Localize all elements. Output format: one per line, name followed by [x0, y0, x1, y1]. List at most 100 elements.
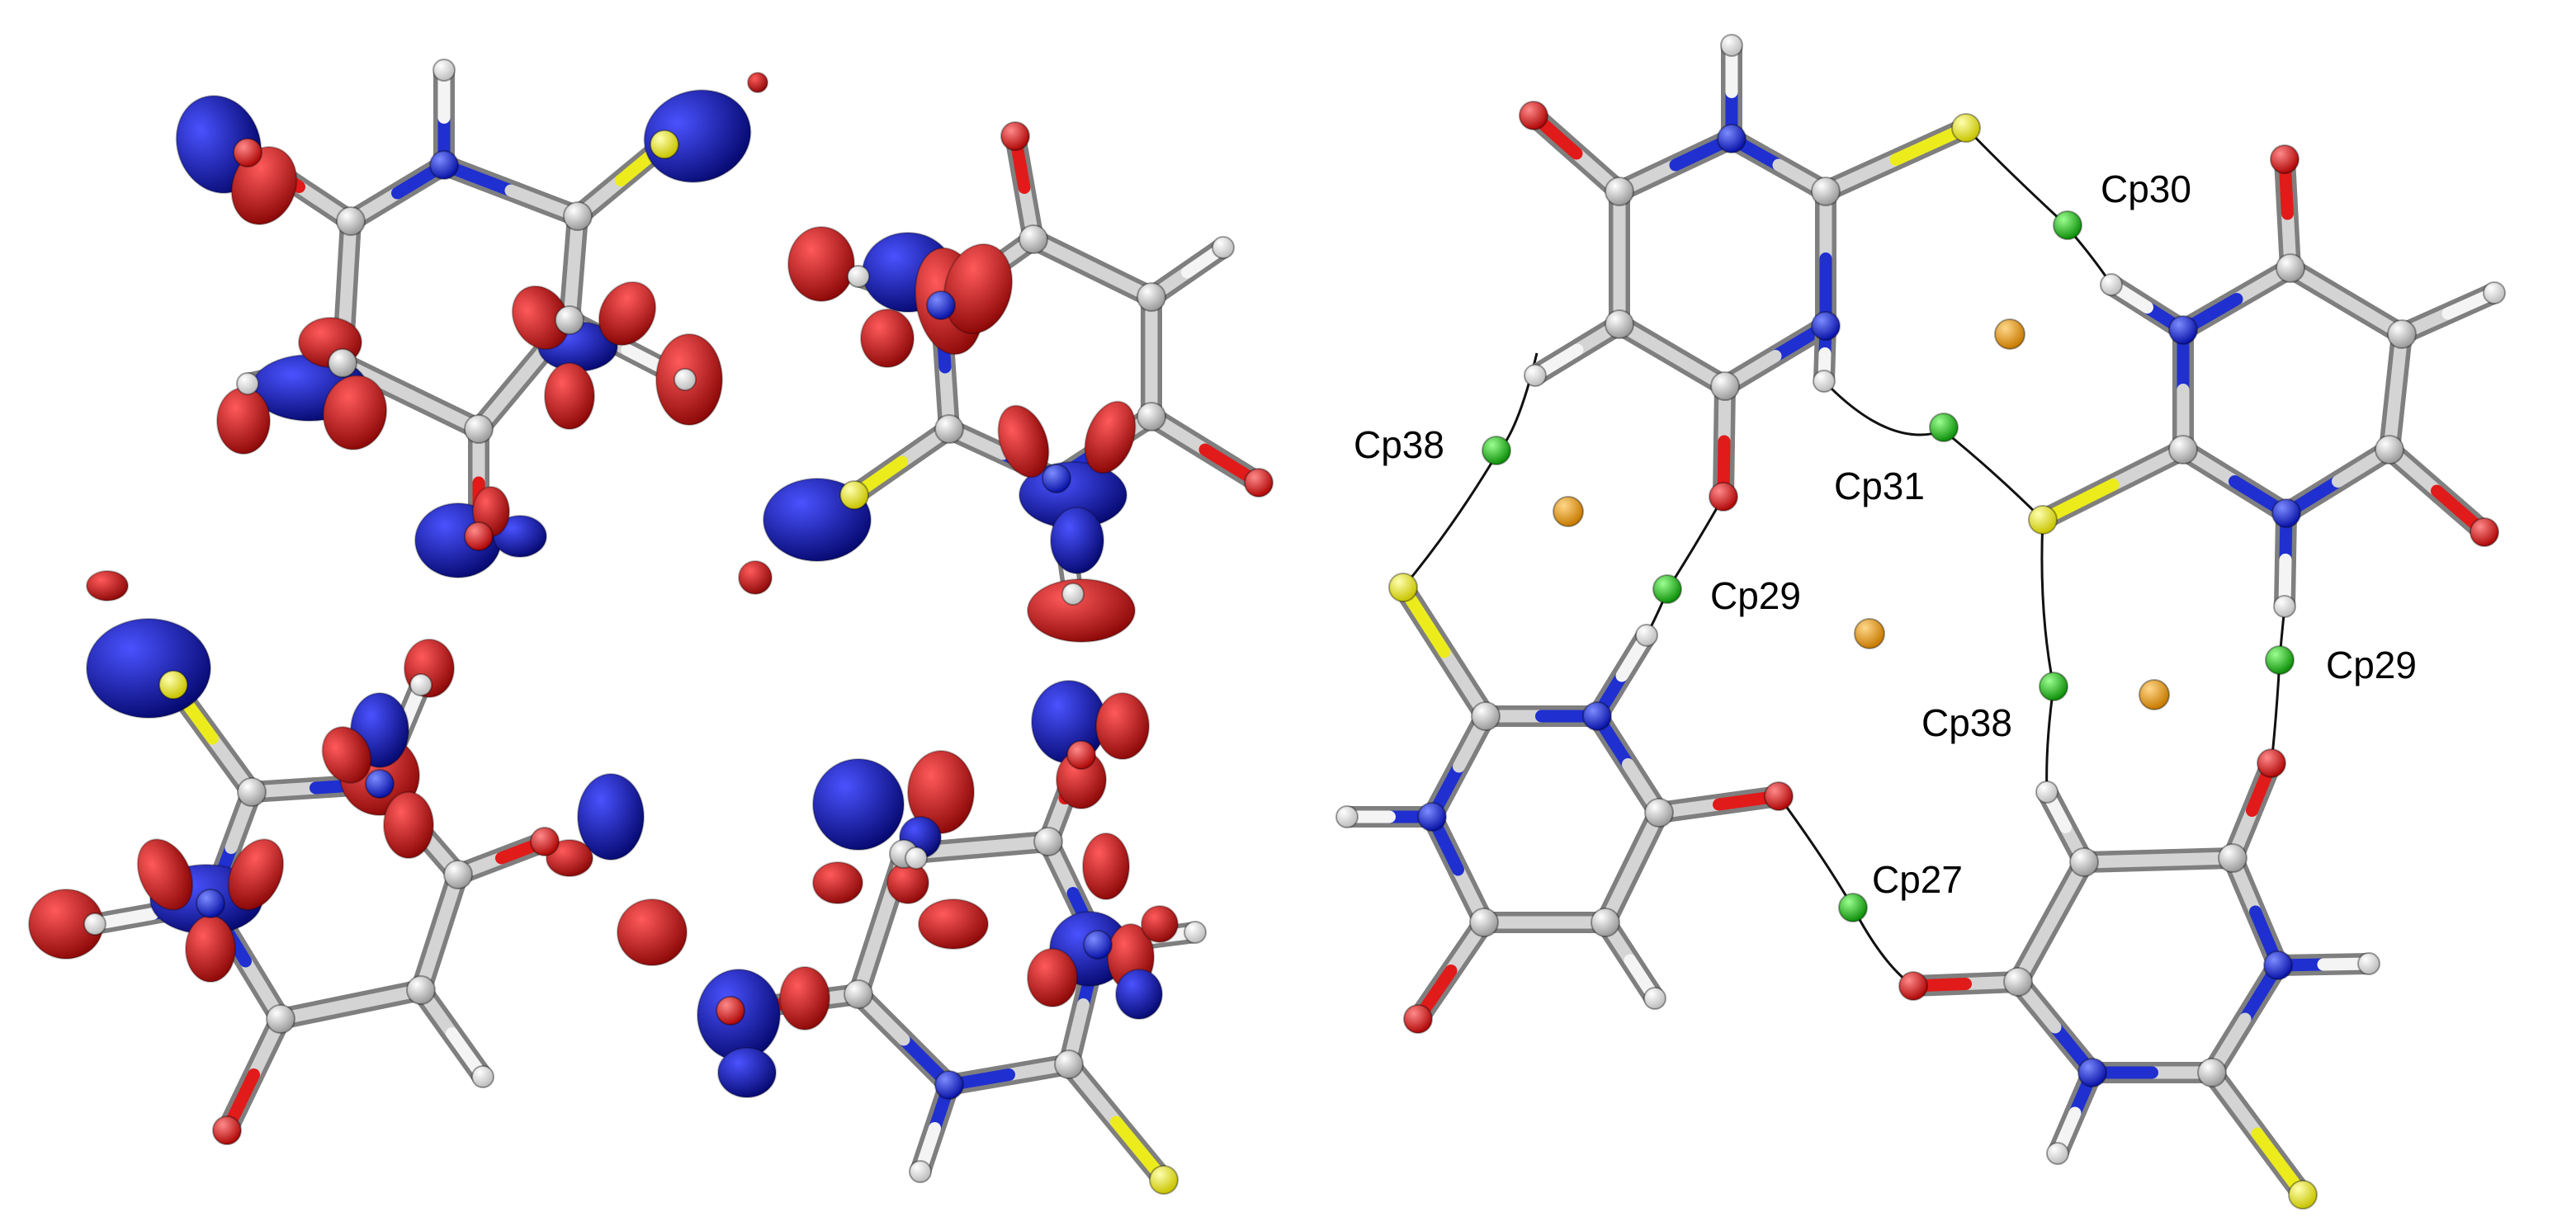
sulfur-atom: [158, 670, 188, 700]
oxygen-atom: [1764, 781, 1794, 811]
cp27-label: Cp27: [1872, 858, 1963, 901]
positive-orbital-lobe: [643, 89, 752, 183]
hydrogen-atom: [1061, 582, 1085, 606]
bond-critical-point: [1838, 893, 1868, 922]
hydrogen-atom: [909, 1160, 932, 1183]
ring-critical-point: [1553, 496, 1584, 527]
bond: [2201, 955, 2289, 1083]
carbon-atom: [237, 777, 267, 807]
bond-critical-point: [2265, 645, 2295, 675]
nitrogen-atom: [1042, 464, 1071, 493]
hydrogen-atom: [2046, 1142, 2069, 1165]
oxygen-atom: [1000, 121, 1030, 151]
sulfur-atom: [1388, 573, 1418, 602]
sulfur-atom: [1951, 113, 1981, 143]
carbon-atom: [2276, 253, 2305, 283]
negative-orbital-lobe: [544, 362, 595, 430]
bond: [1609, 128, 1742, 202]
sulfur-atom: [1149, 1165, 1179, 1195]
negative-orbital-lobe: [617, 898, 688, 966]
hydrogen-atom: [1813, 370, 1836, 393]
bond: [2172, 257, 2301, 341]
bond: [848, 983, 960, 1096]
hydrogen-atom: [2483, 281, 2506, 304]
bond: [270, 979, 432, 1030]
negative-orbital-lobe: [779, 966, 830, 1031]
critical-points: [1482, 210, 2295, 922]
bond: [1815, 117, 1977, 202]
sulfur-atom: [839, 480, 869, 510]
bond: [1392, 577, 1496, 727]
carbon-atom: [1137, 282, 1166, 312]
positive-orbital-lobe: [717, 1047, 777, 1098]
bond-critical-point: [1652, 574, 1682, 604]
nitrogen-atom: [2077, 1058, 2107, 1087]
negative-orbital-lobe: [1027, 948, 1078, 1007]
cp31-label: Cp31: [1834, 465, 1925, 507]
oxygen-atom: [2257, 748, 2286, 778]
bond: [2379, 323, 2413, 460]
oxygen-atom: [2470, 517, 2499, 547]
negative-orbital-lobe: [1141, 905, 1179, 943]
negative-orbital-lobe: [1027, 578, 1136, 643]
negative-orbital-lobe: [860, 309, 915, 368]
nitrogen-atom: [926, 290, 956, 320]
bond: [410, 864, 469, 1001]
carbon-atom: [1469, 908, 1499, 937]
nitrogen-atom: [1717, 124, 1746, 153]
hydrogen-atom: [432, 59, 456, 82]
carbon-atom: [1054, 1049, 1084, 1079]
negative-orbital-lobe: [943, 243, 1014, 335]
negative-orbital-lobe: [227, 838, 285, 911]
bond: [2379, 439, 2495, 543]
hydrogen-atom: [471, 1065, 494, 1088]
nitrogen-atom: [2263, 950, 2293, 980]
hydrogen-atom: [1212, 236, 1235, 259]
hydrogen-atom: [1524, 364, 1547, 387]
left-atoms: [83, 59, 1274, 1195]
qtaim-bond-path-panel: Cp30 Cp38 Cp31 Cp29 Cp38 Cp29 Cp27: [1335, 34, 2506, 1210]
ring-critical-point: [2139, 679, 2170, 710]
hydrogen-atom: [2357, 952, 2380, 975]
cp38-upper-left-label: Cp38: [1354, 423, 1444, 466]
carbon-atom: [1019, 224, 1048, 254]
carbon-atom: [406, 975, 436, 1005]
positive-orbital-lobe: [812, 758, 905, 851]
bond: [1609, 314, 1736, 397]
oxygen-atom: [716, 996, 745, 1026]
hydrogen-atom: [409, 673, 432, 696]
negative-orbital-lobe: [136, 838, 194, 911]
carbon-atom: [464, 414, 494, 444]
oxygen-atom: [233, 138, 262, 167]
bond: [410, 979, 494, 1087]
nitrogen-atom: [429, 150, 459, 180]
sulfur-atom: [650, 130, 679, 159]
positive-orbital-lobe: [86, 618, 211, 719]
nitrogen-atom: [2168, 315, 2198, 345]
right-bonds: [1336, 35, 2505, 1205]
carbon-atom: [1605, 177, 1634, 206]
oxygen-atom: [2270, 144, 2299, 174]
bond: [1058, 1054, 1175, 1191]
positive-orbital-lobe: [493, 515, 547, 558]
hydrogen-atom: [1184, 921, 1207, 944]
bond: [2007, 851, 2095, 993]
hydrogen-atom: [905, 847, 928, 870]
hydrogen-atom: [1335, 805, 1359, 828]
carbon-atom: [328, 348, 357, 378]
negative-orbital-lobe: [886, 861, 929, 904]
nitrogen-atom: [1582, 701, 1612, 731]
bond-critical-point: [1482, 436, 1511, 465]
carbon-atom: [1811, 177, 1841, 206]
sulfur-atom: [2028, 505, 2058, 535]
nitrogen-atom: [365, 769, 395, 799]
bond: [844, 418, 960, 506]
bond: [433, 154, 588, 227]
negative-orbital-lobe: [383, 791, 434, 859]
carbon-atom: [2218, 843, 2248, 873]
carbon-atom: [336, 206, 366, 236]
carbon-atom: [2197, 1058, 2227, 1087]
bond-path: [1401, 352, 1539, 588]
hydrogen-atom: [1720, 34, 1743, 57]
